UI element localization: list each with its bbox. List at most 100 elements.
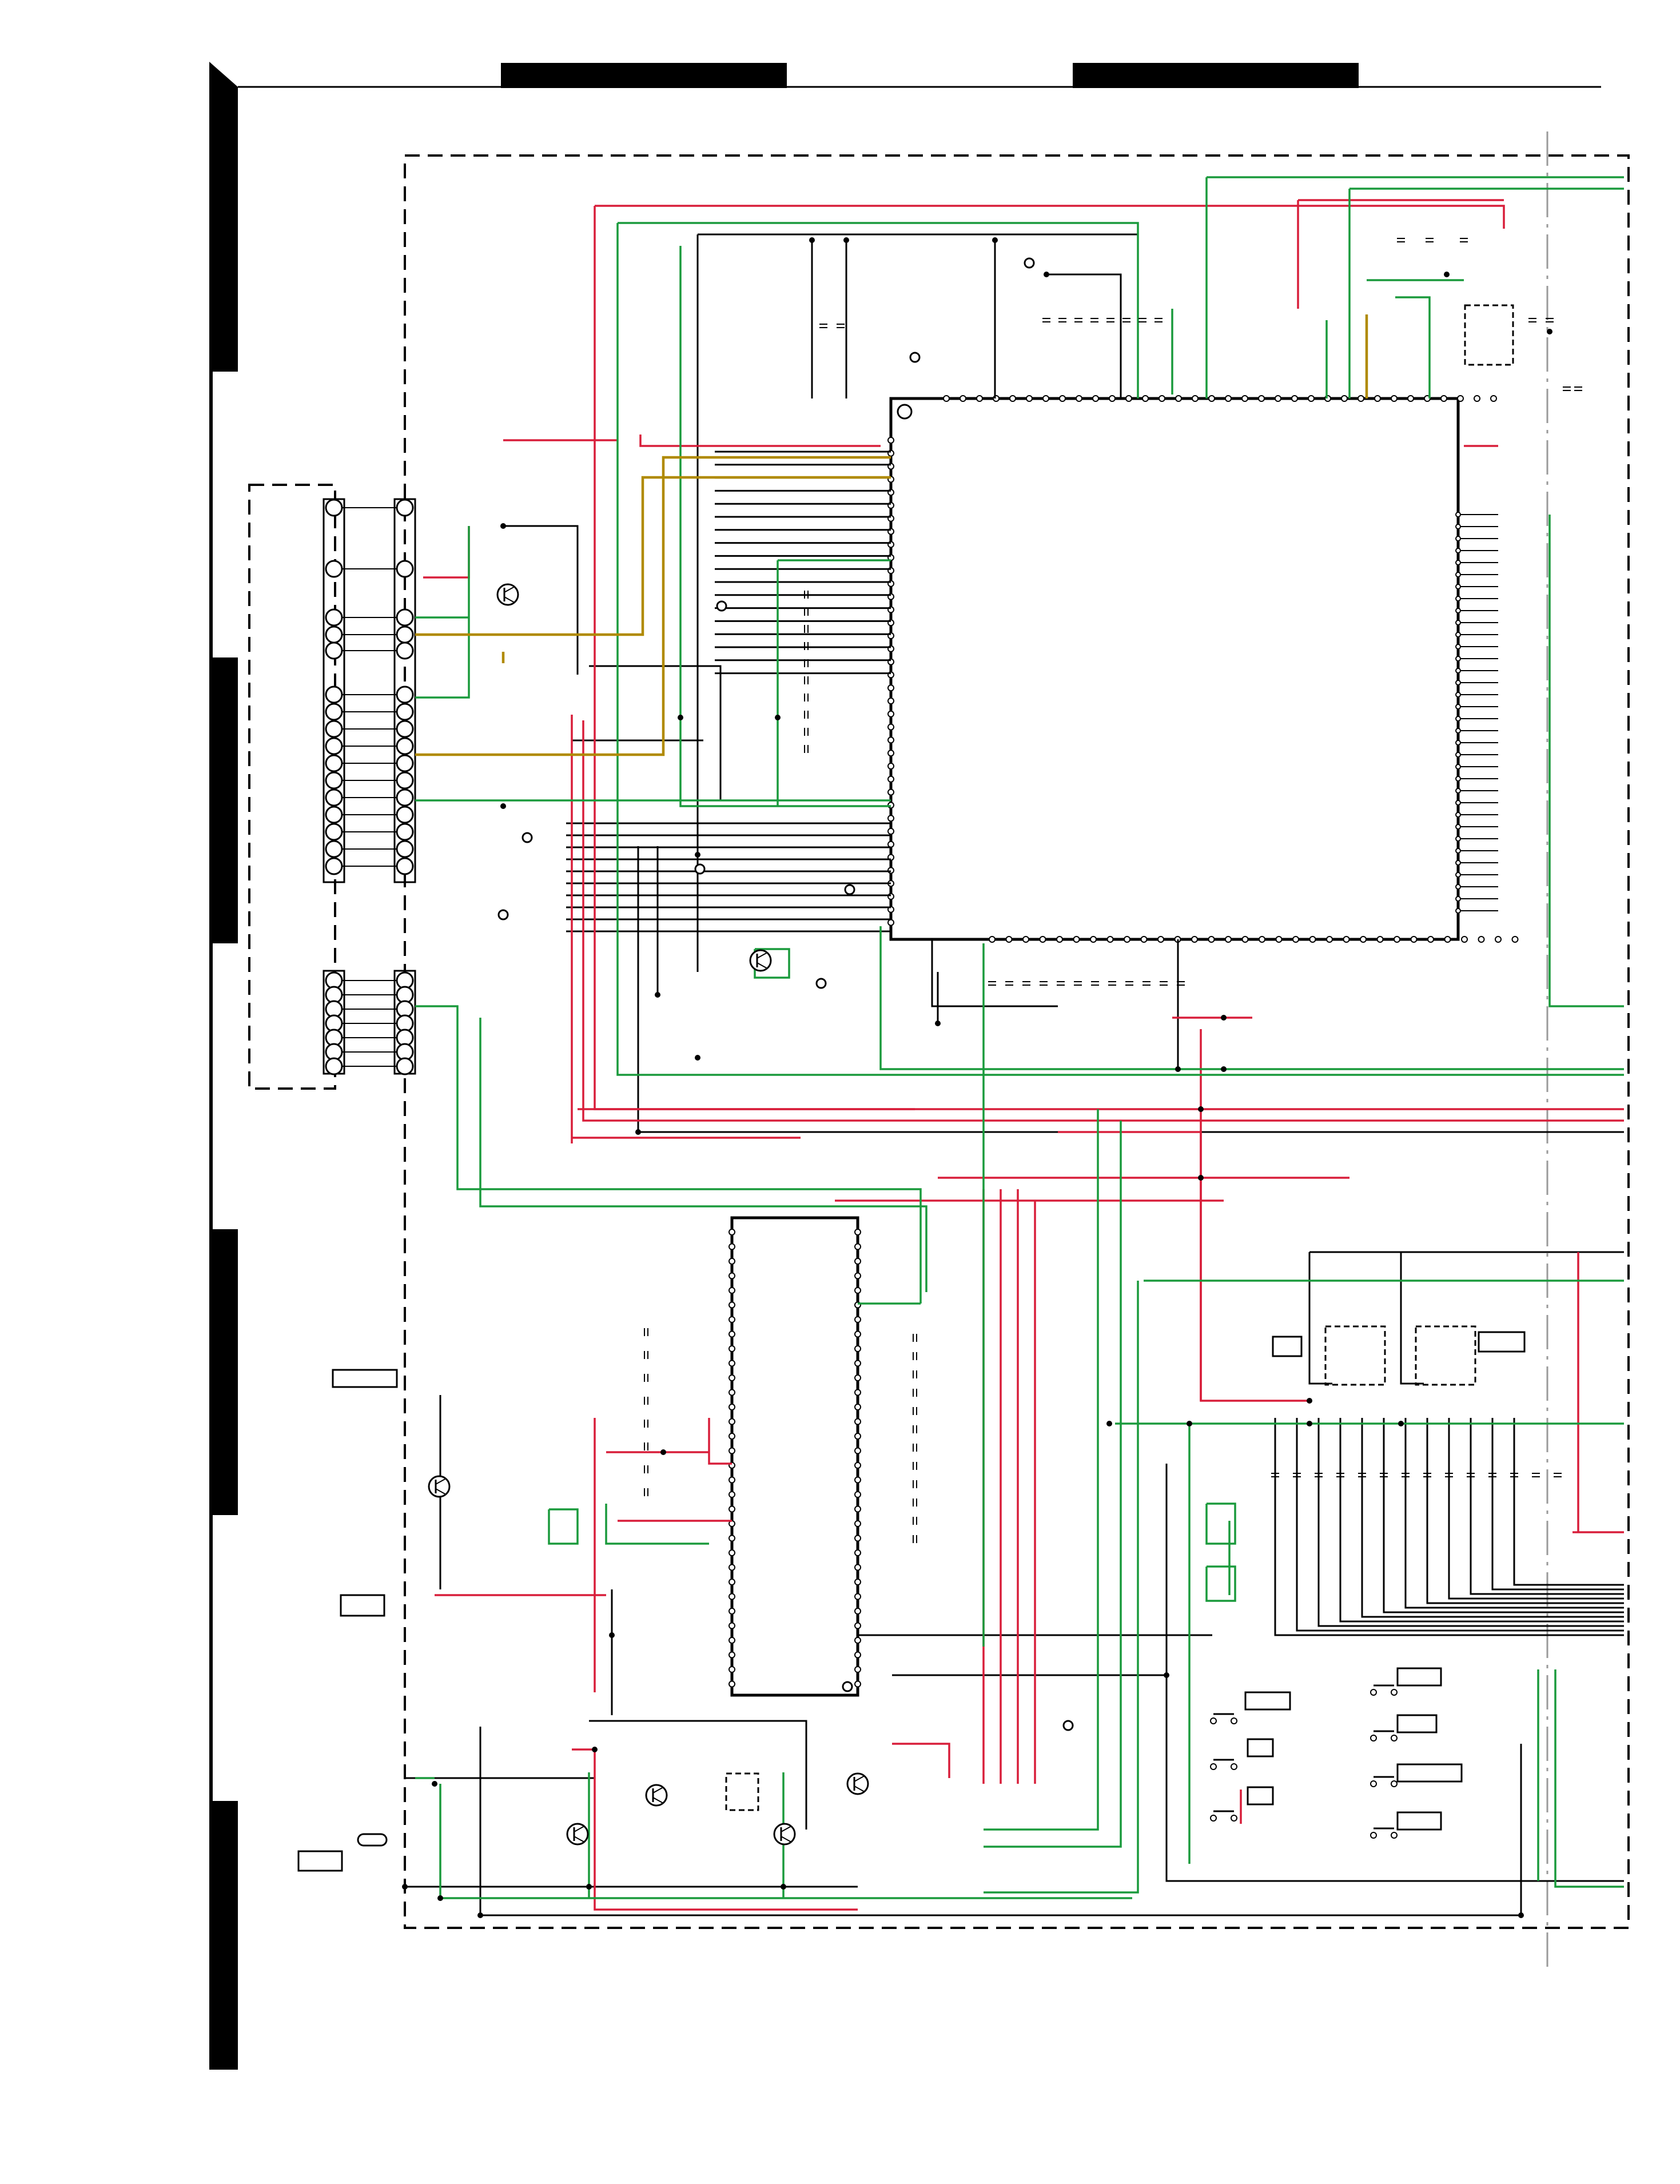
junction-dot [1547, 329, 1552, 334]
pin [887, 698, 894, 704]
capacitor-icon [1138, 318, 1146, 322]
contact [1370, 1832, 1377, 1839]
wire [879, 926, 1624, 1070]
junction-dot [775, 715, 781, 720]
pin [1056, 936, 1063, 943]
pin [1192, 395, 1199, 402]
top-title-bar [501, 63, 787, 88]
left-border-notch [213, 1515, 238, 1801]
dashed-modules [725, 304, 1514, 1811]
capacitor-icon [988, 981, 996, 986]
capacitor-icon [1058, 318, 1066, 322]
pin [1455, 584, 1461, 589]
pin [1511, 936, 1519, 943]
transistor-icon [645, 1784, 668, 1807]
wire [1274, 1418, 1624, 1636]
capacitor-icon [1074, 318, 1082, 322]
capacitor-icon [1091, 981, 1099, 986]
connector-pin-icon [396, 771, 414, 790]
junction-dot [1444, 272, 1450, 277]
wire [1205, 1565, 1236, 1602]
wire [639, 435, 881, 447]
pin [728, 1447, 735, 1454]
wire [1339, 1418, 1624, 1623]
capacitor-icon [913, 1334, 917, 1342]
pin [728, 1374, 735, 1381]
pin [1092, 395, 1099, 402]
pin [887, 710, 894, 718]
wire [637, 846, 1624, 1133]
connector-pin-icon [396, 641, 414, 660]
pin [728, 1389, 735, 1396]
wire [1448, 1418, 1624, 1600]
wire [708, 1418, 732, 1465]
pin [1455, 548, 1461, 553]
transistor-icon [566, 1823, 589, 1846]
capacitor-icon [1528, 318, 1536, 322]
wire [503, 525, 579, 675]
terminal [1062, 1720, 1074, 1731]
connector-pin-icon [396, 625, 414, 644]
capacitor-icon [913, 1407, 917, 1415]
pin [1208, 936, 1215, 943]
pin [1474, 395, 1480, 402]
pin [1455, 728, 1461, 734]
junction-dot [477, 1912, 483, 1918]
connector-pin-icon [325, 560, 343, 578]
pin [943, 395, 950, 402]
left-border-notch [213, 372, 238, 657]
pin [728, 1579, 735, 1585]
junction-dot [402, 1884, 408, 1890]
connector-enclosure [248, 484, 336, 1090]
capacitor-icon [804, 625, 809, 633]
junction-dot [1175, 1066, 1181, 1072]
pin [887, 723, 894, 731]
connector-pin-icon [325, 720, 343, 738]
pin [1109, 395, 1116, 402]
wire [1205, 1503, 1236, 1545]
pin [728, 1651, 735, 1659]
emitter [652, 1797, 664, 1804]
pin [1026, 395, 1033, 402]
terminal [497, 909, 509, 920]
connector-pin-icon [325, 823, 343, 841]
junction-dots [402, 237, 1552, 1918]
pin [854, 1608, 861, 1615]
capacitor-icon [913, 1498, 917, 1507]
pin [1455, 656, 1461, 661]
capacitor-icon [1358, 1473, 1366, 1477]
pin [1455, 596, 1461, 601]
emitter [854, 1786, 865, 1792]
switch-icon [1210, 1759, 1237, 1770]
connector-pin-icon [396, 560, 414, 578]
pin [1343, 936, 1350, 943]
pin [728, 1287, 735, 1294]
pin [1455, 524, 1461, 529]
capacitor-icon [644, 1328, 648, 1336]
capacitor-icon [1336, 1473, 1344, 1477]
pin [1440, 395, 1447, 402]
emitter [435, 1488, 447, 1495]
pin [854, 1549, 861, 1556]
wire [415, 456, 891, 756]
capacitor-icon [913, 1480, 917, 1488]
top-title-bar [1073, 63, 1359, 88]
capacitor-icon [913, 1352, 917, 1360]
capacitor-icon [1445, 1473, 1453, 1477]
wire [415, 1005, 922, 1304]
wire [548, 1508, 579, 1545]
wire [1395, 296, 1431, 398]
pin [1455, 536, 1461, 541]
transistor-body [749, 949, 772, 972]
capacitor-icon [1293, 1473, 1301, 1477]
pin [1455, 512, 1461, 517]
pin [1455, 812, 1461, 818]
connector-pin-icon [396, 857, 414, 875]
capacitor-icon [1271, 1473, 1279, 1477]
wire [892, 1743, 950, 1778]
contact [1210, 1815, 1217, 1822]
capacitor-icon [913, 1535, 917, 1543]
pin [1357, 395, 1364, 402]
junction-dot [1164, 1672, 1169, 1678]
